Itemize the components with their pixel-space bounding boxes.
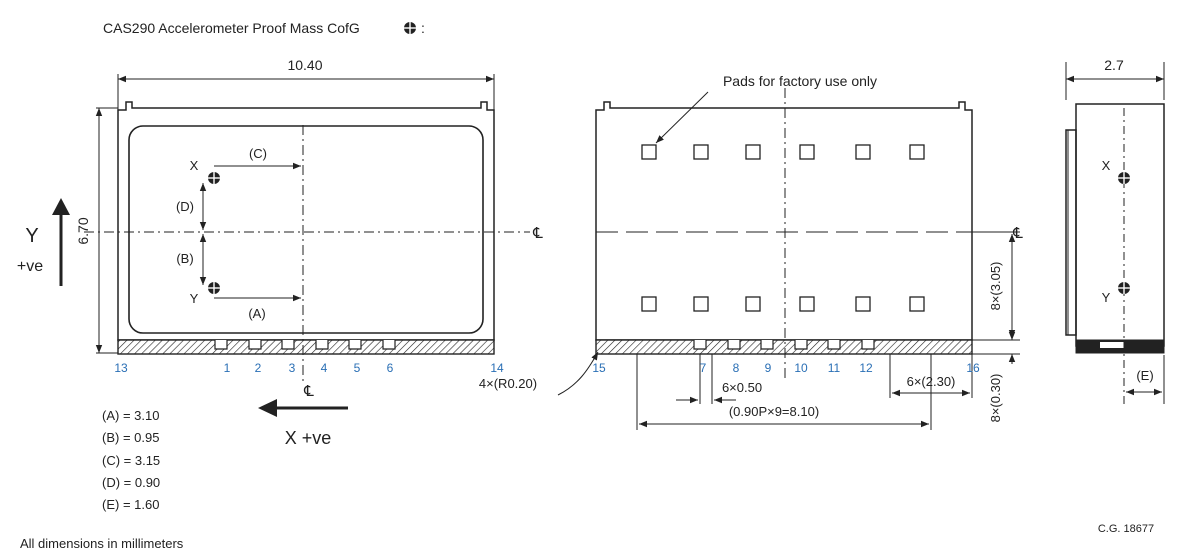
y-axis-sign: +ve: [17, 258, 43, 275]
pin-label: 3: [289, 361, 296, 375]
y-axis-letter: Y: [25, 225, 38, 247]
end-cofg-y-icon: [1118, 282, 1130, 294]
end-point-y-label: Y: [1102, 290, 1111, 305]
pin-label: 14: [490, 361, 504, 375]
radius-dimension: 4×(R0.20): [479, 376, 537, 391]
side-pin-labels: 13 1 2 3 4 5 6 14: [114, 361, 504, 375]
pin-label: 4: [321, 361, 328, 375]
pin-label: 9: [765, 361, 772, 375]
point-x-label: X: [190, 158, 199, 173]
label-d: (D): [176, 199, 194, 214]
centerline-bottom-symbol: ℄: [1012, 225, 1023, 242]
drawing-reference: C.G. 18677: [1098, 523, 1154, 535]
units-note: All dimensions in millimeters: [20, 536, 184, 551]
bottom-view: [557, 88, 1020, 430]
pitch-dimension: (0.90P×9=8.10): [729, 404, 819, 419]
label-b: (B): [176, 251, 193, 266]
title-suffix: :: [421, 20, 425, 36]
y-axis-arrow-icon: [52, 198, 70, 286]
cofg-x-icon: [208, 172, 220, 184]
point-y-label: Y: [190, 291, 199, 306]
pin-label: 12: [859, 361, 873, 375]
pin-label: 11: [828, 361, 841, 375]
pads-note: Pads for factory use only: [723, 73, 877, 89]
dim-e-value: (E) = 1.60: [102, 497, 159, 512]
x-axis-label: X +ve: [285, 428, 332, 448]
end-pad-dimension: 6×(2.30): [907, 374, 956, 389]
pad-height-dimension: 8×(3.05): [988, 262, 1003, 311]
pin-label: 16: [966, 361, 980, 375]
bottom-pin-labels: 15 7 8 9 10 11 12 16: [592, 361, 980, 375]
height-dimension: 6.70: [75, 217, 91, 244]
label-c: (C): [249, 146, 267, 161]
drawing-title: CAS290 Accelerometer Proof Mass CofG: [103, 20, 360, 36]
end-cofg-x-icon: [1118, 172, 1130, 184]
centerline-h-symbol: ℄: [532, 225, 543, 242]
pin-label: 10: [794, 361, 808, 375]
end-view: [1065, 62, 1165, 404]
x-axis-arrow-icon: [258, 399, 348, 417]
pin-width-dimension: 6×0.50: [722, 380, 762, 395]
dim-d-value: (D) = 0.90: [102, 475, 160, 490]
dim-c-value: (C) = 3.15: [102, 453, 160, 468]
pad-edge-dimension: 8×(0.30): [988, 374, 1003, 423]
side-view: [84, 74, 530, 382]
pin-label: 5: [354, 361, 361, 375]
centerline-v-symbol: ℄: [303, 383, 314, 400]
pin-label: 8: [733, 361, 740, 375]
pin-label: 13: [114, 361, 128, 375]
cofg-y-icon: [208, 282, 220, 294]
dimension-list: (A) = 3.10 (B) = 0.95 (C) = 3.15 (D) = 0…: [102, 408, 160, 512]
dim-b-value: (B) = 0.95: [102, 430, 159, 445]
depth-dimension: 2.7: [1104, 57, 1124, 73]
pin-label: 6: [387, 361, 394, 375]
end-point-x-label: X: [1102, 158, 1111, 173]
pin-label: 1: [224, 361, 231, 375]
label-e: (E): [1136, 368, 1153, 383]
cofg-symbol-icon: [404, 22, 416, 34]
label-a: (A): [248, 306, 265, 321]
pin-label: 7: [700, 361, 707, 375]
pin-label: 2: [255, 361, 262, 375]
width-dimension: 10.40: [287, 57, 322, 73]
dim-a-value: (A) = 3.10: [102, 408, 159, 423]
pin-label: 15: [592, 361, 606, 375]
